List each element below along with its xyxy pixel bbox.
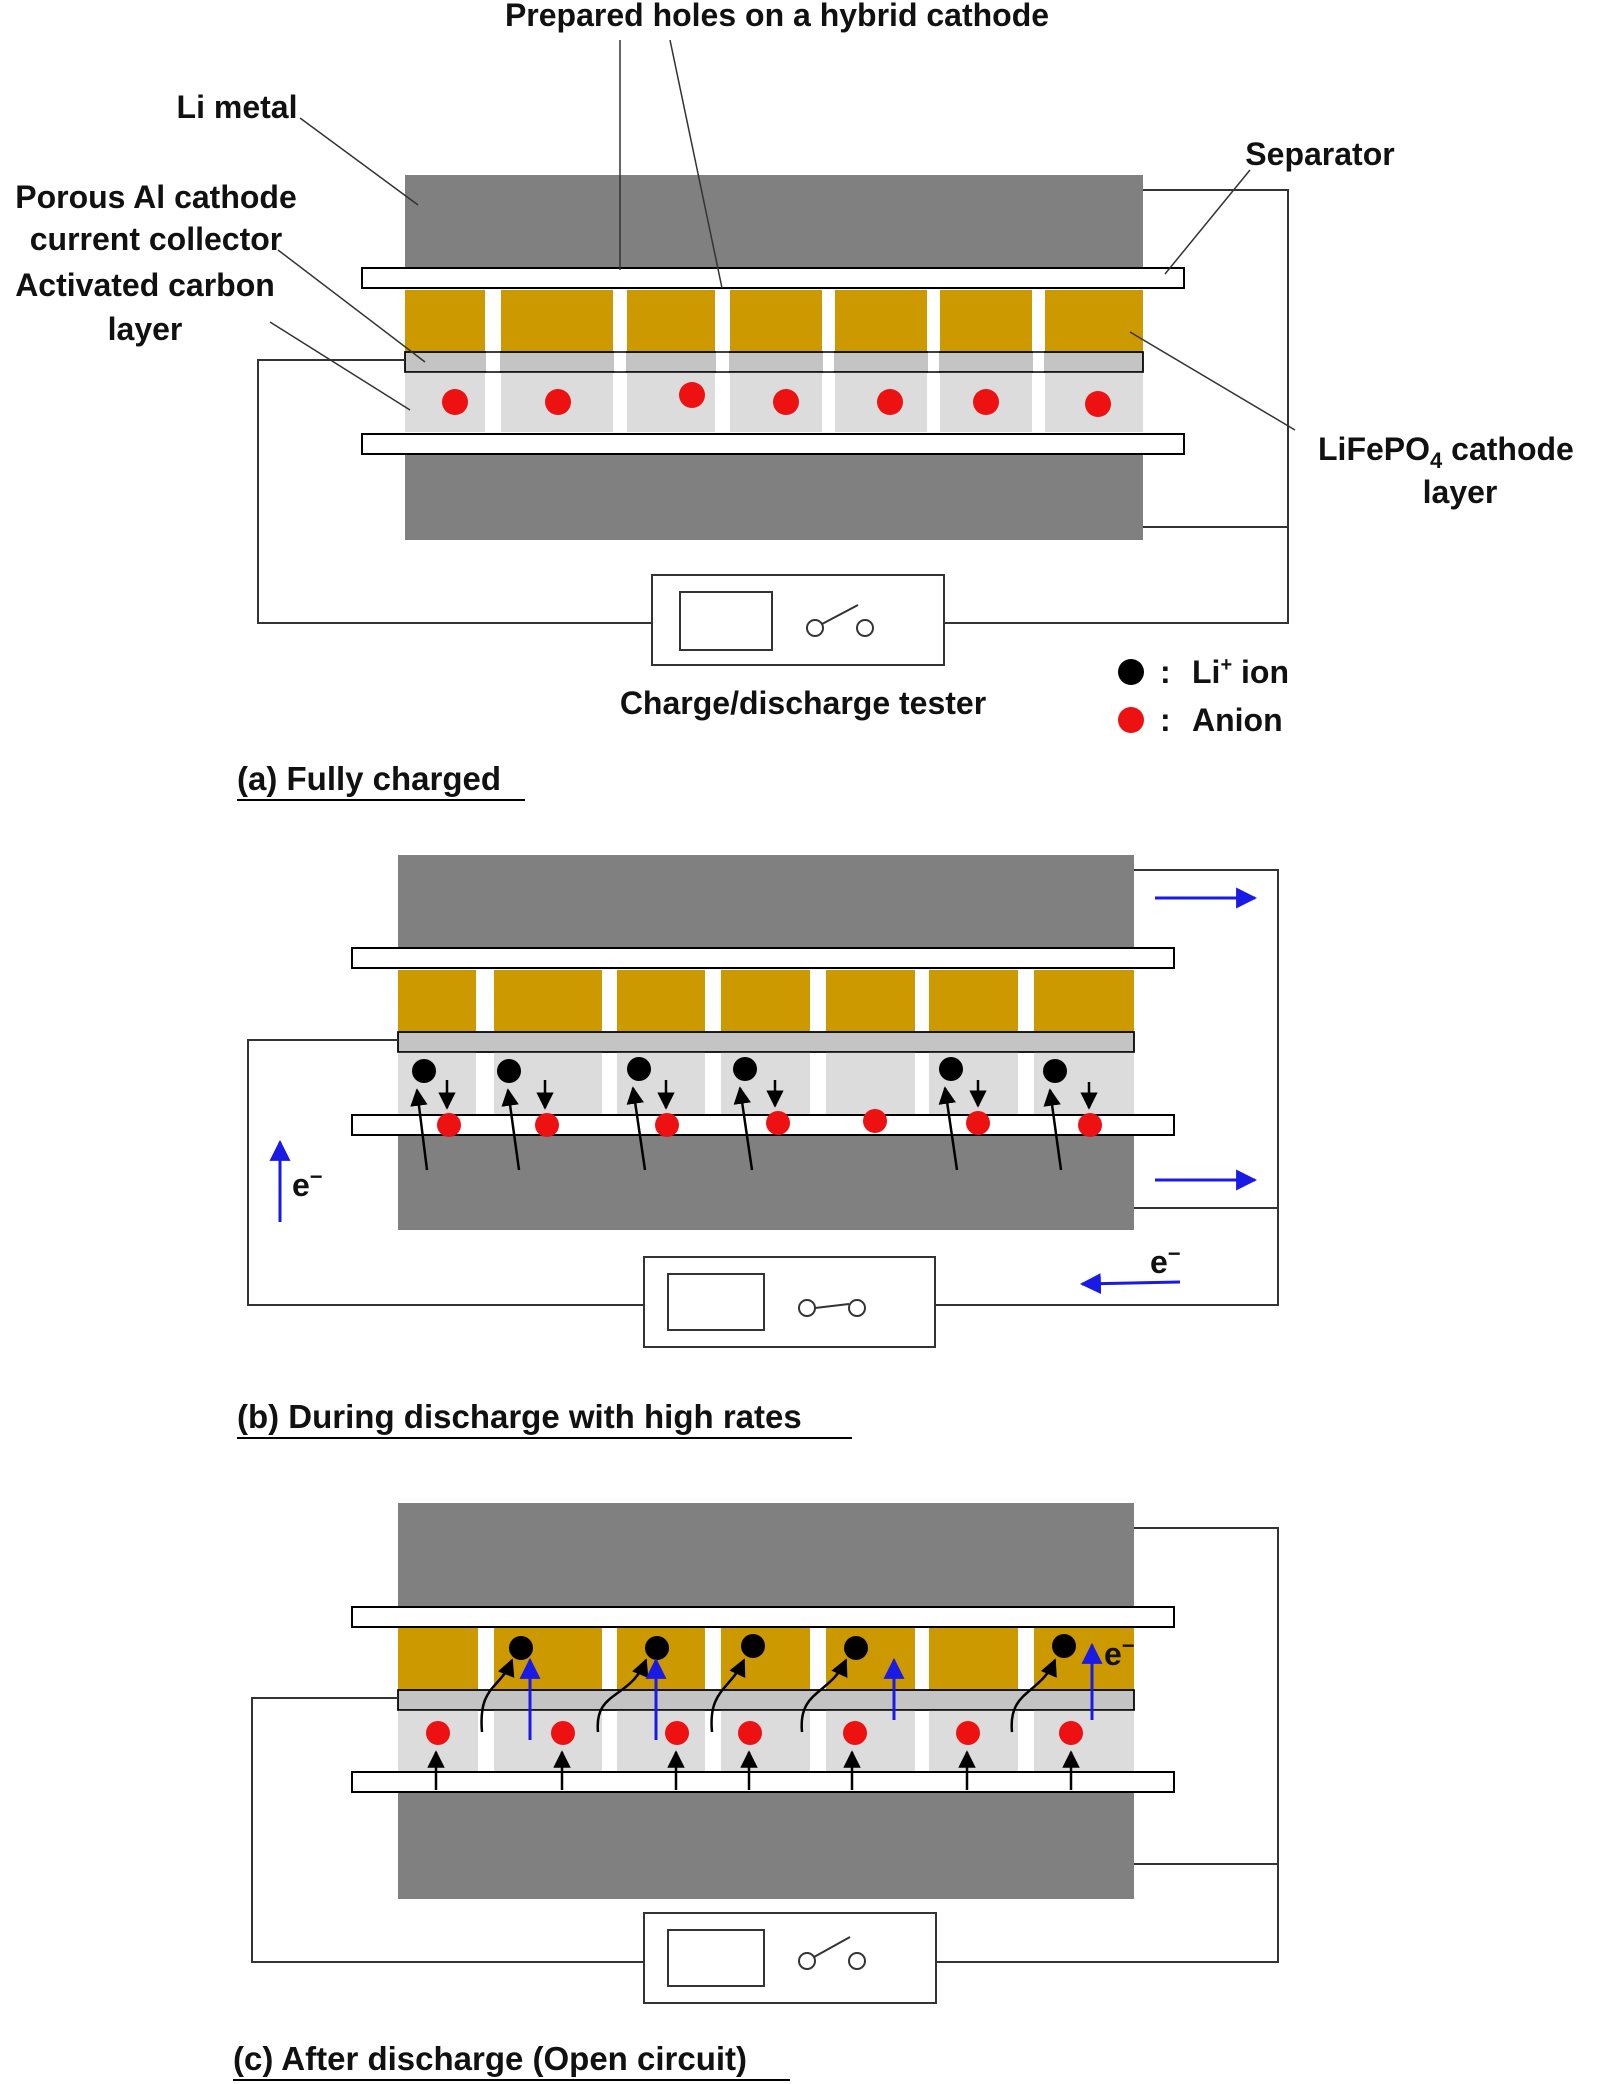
legend-anion-colon: : bbox=[1160, 702, 1171, 738]
electron-arrows-b bbox=[269, 887, 1258, 1295]
legend-li-colon: : bbox=[1160, 654, 1171, 690]
panel-b: e− e− (b) During discharge with high rat… bbox=[237, 855, 1279, 1439]
caption-a: (a) Fully charged bbox=[237, 760, 501, 797]
carbon-blocks bbox=[398, 1710, 1134, 1772]
separator-top bbox=[351, 1606, 1175, 1628]
label-holes: Prepared holes on a hybrid cathode bbox=[505, 0, 1049, 33]
li-curved-arrows-c bbox=[480, 1658, 1057, 1733]
label-collector-1: Porous Al cathode bbox=[15, 179, 297, 215]
legend-li-ion-marker bbox=[1118, 659, 1144, 685]
anion-arrows-c bbox=[427, 1750, 1080, 1790]
li-ions-b bbox=[412, 1057, 1067, 1083]
electron-label-left: e− bbox=[292, 1164, 323, 1203]
lfp-blocks bbox=[405, 290, 1143, 352]
li-ions-c bbox=[509, 1634, 1076, 1660]
li-metal-bottom bbox=[398, 1793, 1134, 1899]
li-metal-top bbox=[398, 1503, 1134, 1607]
label-tester: Charge/discharge tester bbox=[620, 685, 986, 721]
electron-label-c: e− bbox=[1104, 1633, 1135, 1672]
tester-b bbox=[643, 1256, 936, 1348]
collector-strip bbox=[404, 351, 1144, 373]
electron-arrows-c bbox=[519, 1642, 1103, 1740]
separator-top bbox=[361, 267, 1185, 289]
caption-c: (c) After discharge (Open circuit) bbox=[233, 2040, 747, 2077]
collector-outline bbox=[397, 1689, 1135, 1711]
electron-label-bottom: e− bbox=[1150, 1241, 1181, 1280]
legend: : Li+ ion : Anion bbox=[1118, 654, 1289, 738]
hole-gaps bbox=[486, 290, 1044, 432]
label-li-metal: Li metal bbox=[177, 89, 298, 125]
circuit-wires-b bbox=[247, 869, 1279, 1306]
label-carbon-1: Activated carbon bbox=[15, 267, 275, 303]
separator-bottom bbox=[361, 433, 1185, 455]
label-lfp-2: layer bbox=[1423, 474, 1498, 510]
legend-anion: Anion bbox=[1192, 702, 1283, 738]
lfp-blocks bbox=[398, 1628, 1134, 1690]
leader-lines-a bbox=[269, 39, 1296, 431]
label-separator: Separator bbox=[1245, 136, 1394, 172]
label-lfp-1: LiFePO4 cathode bbox=[1318, 431, 1574, 473]
panel-a: Prepared holes on a hybrid cathode Li me… bbox=[15, 0, 1574, 801]
label-carbon-2: layer bbox=[108, 311, 183, 347]
separator-top bbox=[351, 947, 1175, 969]
li-metal-top bbox=[405, 175, 1143, 267]
panel-c: e− (c) After discharge (Open circuit) bbox=[233, 1503, 1279, 2081]
li-metal-bottom bbox=[398, 1136, 1134, 1230]
separator-bottom bbox=[351, 1114, 1175, 1136]
anions-a bbox=[442, 382, 1111, 417]
anions-c bbox=[426, 1721, 1083, 1745]
lfp-blocks bbox=[398, 970, 1134, 1032]
label-collector-2: current collector bbox=[30, 221, 283, 257]
tester-a bbox=[651, 574, 945, 666]
tester-c bbox=[643, 1912, 937, 2004]
collector-outline bbox=[404, 351, 1144, 373]
legend-anion-marker bbox=[1118, 707, 1144, 733]
circuit-wires-c bbox=[251, 1527, 1279, 1963]
caption-b: (b) During discharge with high rates bbox=[237, 1398, 802, 1435]
collector-outline bbox=[397, 1031, 1135, 1053]
anions-b bbox=[437, 1109, 1102, 1137]
li-metal-top bbox=[398, 855, 1134, 947]
legend-li-ion: Li+ ion bbox=[1192, 654, 1289, 690]
ion-arrows-b bbox=[410, 1080, 1098, 1171]
li-metal-bottom bbox=[405, 455, 1143, 540]
collector-strip bbox=[397, 1689, 1135, 1711]
separator-bottom bbox=[351, 1771, 1175, 1793]
collector-strip bbox=[397, 1031, 1135, 1053]
